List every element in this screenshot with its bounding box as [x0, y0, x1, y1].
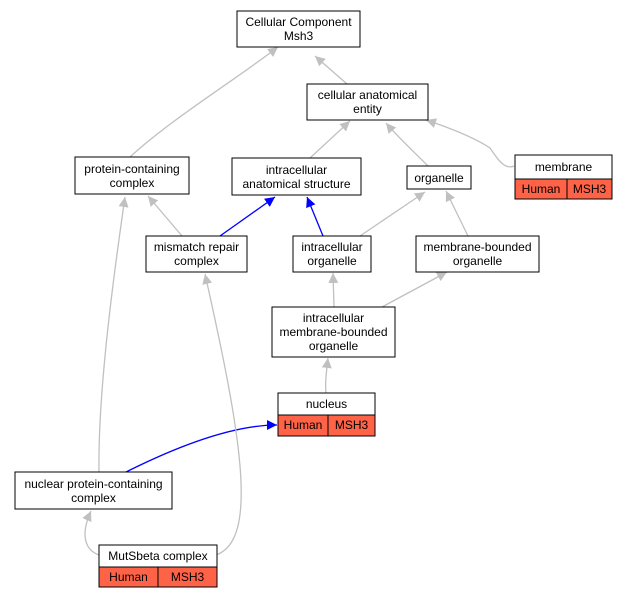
node-cellular-anatomical-entity[interactable]: cellular anatomical entity	[306, 83, 429, 121]
node-box	[236, 10, 361, 48]
node-label-line1: protein-containing	[84, 162, 179, 176]
node-label-line2: Msh3	[284, 29, 314, 43]
node-label-line1: membrane-bounded	[423, 240, 531, 254]
edge-anatomical-entity-to-cellular-component	[314, 55, 348, 85]
node-label-line1: MutSbeta complex	[108, 549, 207, 563]
node-label-line1: Cellular Component	[245, 15, 352, 29]
node-intracellular-anatomical-structure[interactable]: intracellular anatomical structure	[231, 157, 362, 196]
node-box	[145, 235, 248, 273]
node-label-line2: complex	[174, 254, 219, 268]
node-protein-containing-complex[interactable]: protein-containing complex	[74, 156, 190, 195]
edge-intracellular-organelle-to-intracellular-structure	[306, 196, 324, 237]
edges	[82, 46, 515, 556]
species-tag-label: Human	[284, 418, 323, 432]
node-box	[415, 235, 540, 273]
edge-mismatch-repair-to-intracellular-structure	[219, 196, 276, 237]
node-cellular-component[interactable]: Cellular Component Msh3	[236, 10, 361, 48]
edge-organelle-to-anatomical-entity	[385, 122, 429, 167]
edge-nuclear-complex-to-nucleus	[125, 420, 278, 473]
node-label-line2: organelle	[307, 254, 357, 268]
node-label-line2: membrane-bounded	[279, 325, 387, 339]
node-organelle[interactable]: organelle	[406, 165, 472, 190]
edge-mutsbeta-to-nuclear-complex	[82, 510, 100, 556]
edge-nuclear-complex-to-protein-complex	[98, 196, 129, 473]
node-label-line1: intracellular	[303, 311, 364, 325]
node-box	[406, 165, 472, 190]
node-box	[14, 471, 173, 510]
gene-tag-label: MSH3	[335, 418, 369, 432]
edge-mutsbeta-to-mismatch-repair	[202, 273, 242, 556]
node-box	[514, 154, 613, 180]
node-label-line1: intracellular	[301, 240, 362, 254]
node-label-line1: organelle	[414, 171, 464, 185]
gene-tag	[327, 414, 376, 437]
node-label-line1: intracellular	[266, 163, 327, 177]
node-label-line2: complex	[110, 176, 155, 190]
node-mismatch-repair-complex[interactable]: mismatch repair complex	[145, 235, 248, 273]
node-mutsbeta-complex[interactable]: MutSbeta complex Human MSH3	[98, 544, 218, 588]
node-nucleus[interactable]: nucleus Human MSH3	[277, 392, 376, 437]
node-label-line2: entity	[353, 102, 382, 116]
edge-membrane-bounded-to-organelle	[445, 190, 469, 237]
node-membrane-bounded-organelle[interactable]: membrane-bounded organelle	[415, 235, 540, 273]
node-label-line1: membrane	[535, 160, 593, 174]
node-box	[306, 83, 429, 121]
node-label-line1: mismatch repair	[154, 240, 239, 254]
gene-tag-label: MSH3	[573, 182, 607, 196]
node-box	[292, 235, 372, 273]
edge-protein-complex-to-cellular-component	[129, 46, 279, 158]
node-label-line2: organelle	[453, 254, 503, 268]
species-tag-label: Human	[522, 182, 561, 196]
gene-tag	[157, 566, 218, 588]
edge-membrane-to-anatomical-entity	[425, 118, 515, 168]
node-label-line1: nucleus	[306, 397, 347, 411]
node-box	[271, 306, 396, 358]
species-tag-label: Human	[109, 570, 148, 584]
edge-intracellular-mbo-to-intracellular-organelle	[328, 272, 339, 308]
edge-intracellular-structure-to-anatomical-entity	[309, 120, 351, 159]
edge-intracellular-mbo-to-membrane-bounded	[381, 271, 448, 308]
gene-tag-label: MSH3	[171, 570, 205, 584]
node-intracellular-membrane-bounded-organelle[interactable]: intracellular membrane-bounded organelle	[271, 306, 396, 358]
node-label-line1: nuclear protein-containing	[24, 477, 162, 491]
edge-mismatch-repair-to-protein-complex	[147, 195, 183, 237]
node-intracellular-organelle[interactable]: intracellular organelle	[292, 235, 372, 273]
node-label-line3: organelle	[309, 339, 359, 353]
gene-tag	[566, 178, 613, 200]
node-nuclear-protein-containing-complex[interactable]: nuclear protein-containing complex	[14, 471, 173, 510]
edge-intracellular-organelle-to-organelle	[359, 191, 426, 237]
node-label-line2: anatomical structure	[242, 177, 350, 191]
node-box	[231, 157, 362, 196]
node-box	[74, 156, 190, 195]
node-membrane[interactable]: membrane Human MSH3	[514, 154, 613, 200]
edge-nucleus-to-intracellular-mbo	[321, 357, 332, 394]
node-label-line1: cellular anatomical	[318, 88, 417, 102]
node-label-line2: complex	[71, 491, 116, 505]
